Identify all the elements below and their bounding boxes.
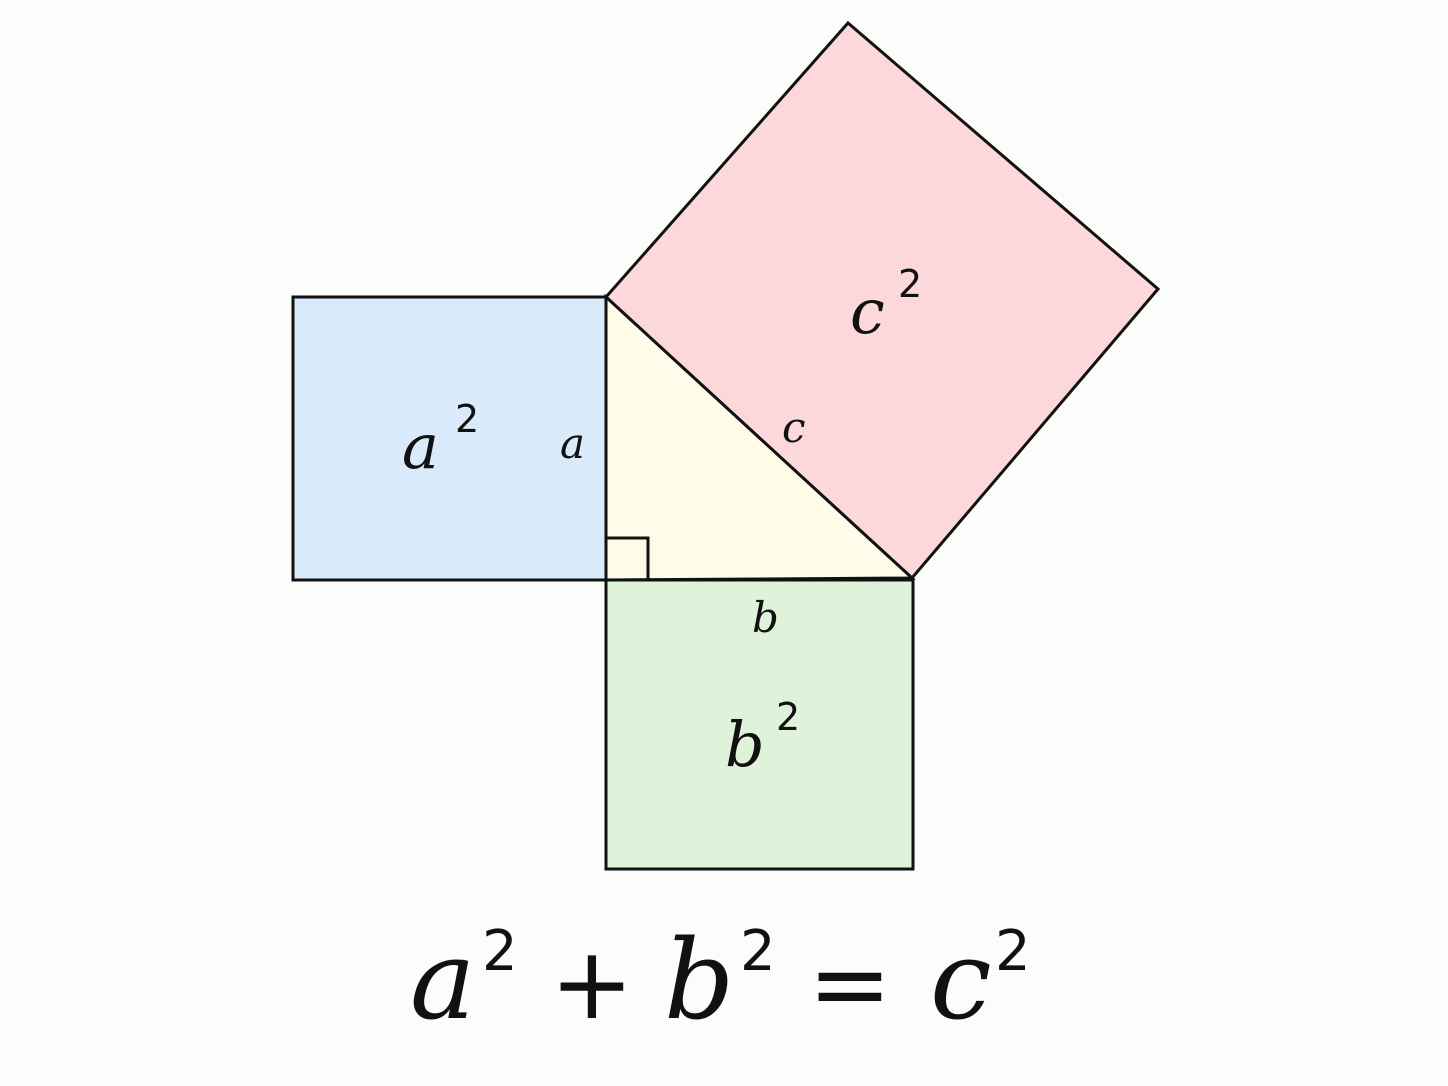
area-b-exponent: 2 [776,695,800,739]
equation-c-exponent: 2 [995,919,1031,984]
equation-equals: = [808,925,892,1042]
right-triangle [604,293,916,582]
right-angle-marker [606,536,650,580]
side-a-label: a [560,419,585,468]
side-c-label: c [782,403,806,452]
area-b-label: b [725,708,765,781]
area-c-label: c [850,275,885,348]
equation: a 2 + b 2 = c 2 [410,916,1031,1044]
equation-a-exponent: 2 [482,919,518,984]
equation-c: c [930,916,992,1044]
equation-a: a [410,916,476,1044]
equation-b: b [664,916,734,1044]
side-b-label: b [752,593,779,642]
area-a-exponent: 2 [455,397,479,441]
equation-plus: + [550,925,634,1042]
area-c-exponent: 2 [898,262,922,306]
area-a-label: a [402,410,439,483]
equation-b-exponent: 2 [740,919,776,984]
